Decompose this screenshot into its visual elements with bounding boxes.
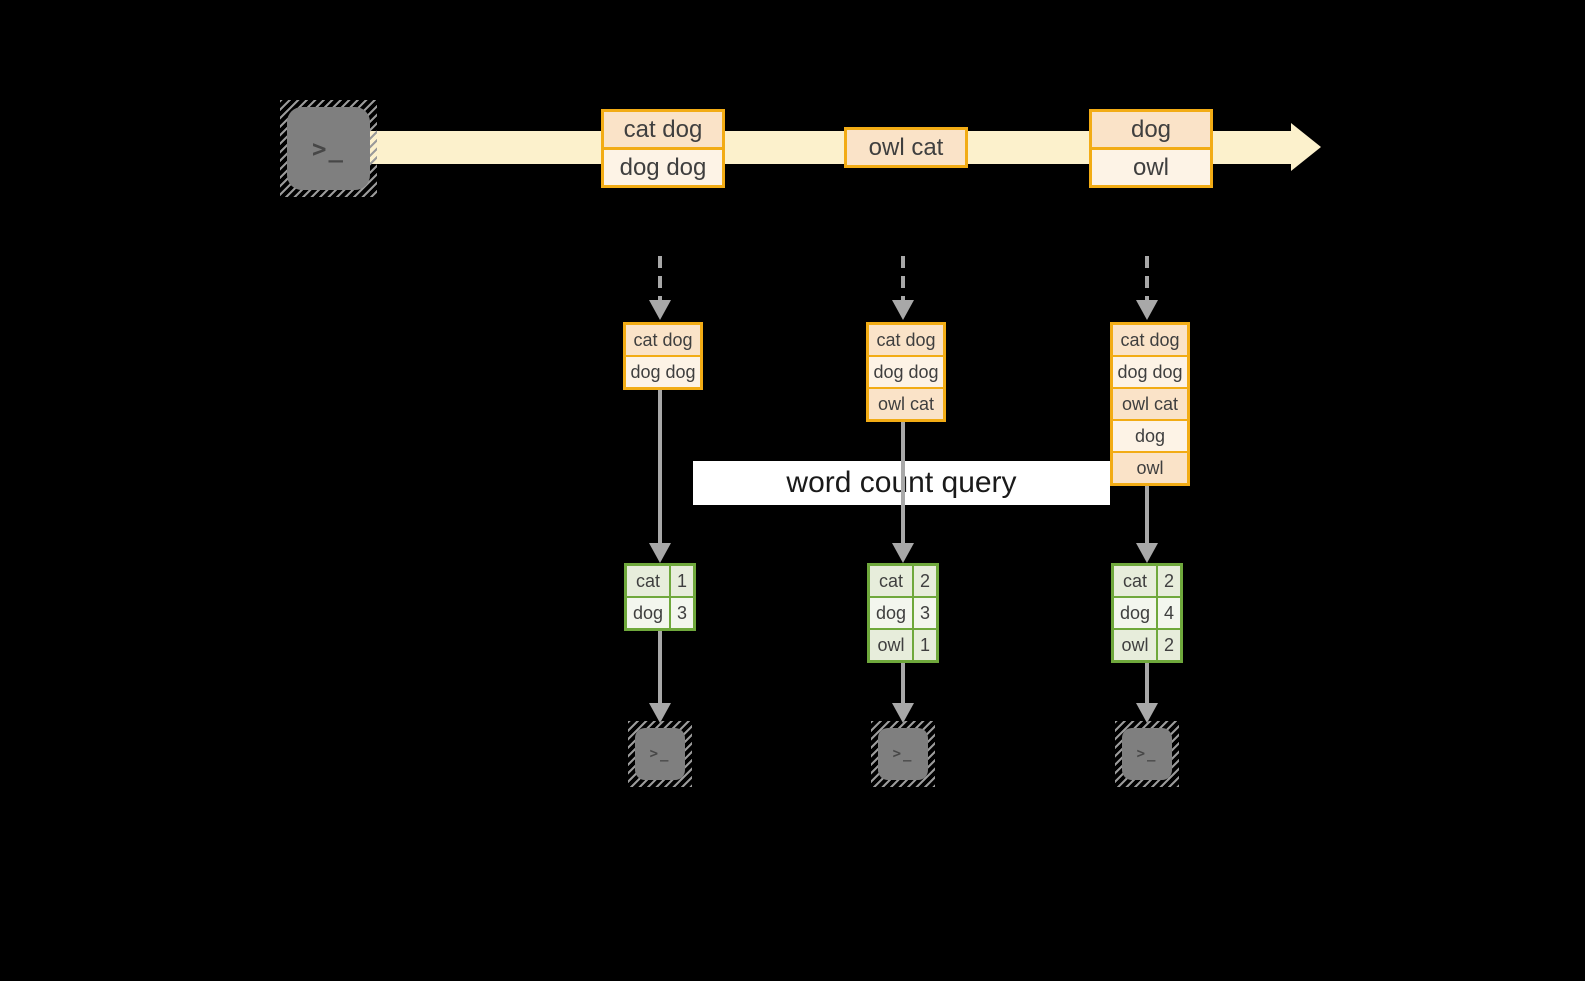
terminal-body: >_ [1122,728,1172,780]
output-arrowhead [892,703,914,723]
terminal-body: >_ [878,728,928,780]
output-arrow-line [658,629,662,706]
message-line: owl [1092,147,1210,185]
message-line: owl cat [847,130,965,165]
buffer-row: cat dog [869,325,943,355]
table-row: dog 3 [627,596,693,628]
count-cell: 3 [669,598,693,628]
count-cell: 4 [1156,598,1180,628]
output-arrowhead [649,703,671,723]
buffer-row: dog dog [869,355,943,387]
terminal-icon: >_ [1115,721,1179,787]
table-row: cat 2 [1114,566,1180,596]
dashed-arrow-line [901,256,905,302]
count-cell: 3 [912,598,936,628]
message-buffer-3: cat dog dog dog owl cat dog owl [1110,322,1190,486]
buffer-row: dog dog [626,355,700,387]
stream-message-3: dog owl [1089,109,1213,188]
buffer-row: cat dog [1113,325,1187,355]
prompt-glyph: >_ [312,134,345,163]
table-row: owl 1 [870,628,936,660]
table-row: cat 2 [870,566,936,596]
terminal-icon: >_ [628,721,692,787]
prompt-glyph: >_ [892,746,914,762]
table-row: owl 2 [1114,628,1180,660]
prompt-glyph: >_ [649,746,671,762]
word-count-table-3: cat 2 dog 4 owl 2 [1111,563,1183,663]
prompt-glyph: >_ [1136,746,1158,762]
message-buffer-1: cat dog dog dog [623,322,703,390]
query-arrow-line [901,420,905,546]
buffer-row: dog dog [1113,355,1187,387]
message-line: dog [1092,112,1210,147]
count-cell: 2 [1156,566,1180,596]
terminal-body: >_ [635,728,685,780]
word-count-table-2: cat 2 dog 3 owl 1 [867,563,939,663]
word-cell: cat [1122,570,1147,591]
dashed-arrow-line [1145,256,1149,302]
word-cell: cat [635,570,660,591]
word-cell: dog [1119,602,1151,623]
count-cell: 2 [912,566,936,596]
word-cell: dog [632,602,664,623]
terminal-icon: >_ [871,721,935,787]
buffer-row: owl [1113,451,1187,483]
output-arrow-line [1145,661,1149,706]
message-line: dog dog [604,147,722,185]
terminal-icon: >_ [280,100,377,197]
query-arrow-line [1145,484,1149,546]
word-cell: cat [878,570,903,591]
output-arrowhead [1136,703,1158,723]
count-cell: 2 [1156,630,1180,660]
buffer-row: owl cat [1113,387,1187,419]
table-row: cat 1 [627,566,693,596]
terminal-body: >_ [287,107,370,190]
query-arrowhead [1136,543,1158,563]
query-arrowhead [892,543,914,563]
dashed-arrow-line [658,256,662,302]
word-count-table-1: cat 1 dog 3 [624,563,696,631]
dashed-arrowhead [1136,300,1158,320]
dashed-arrowhead [892,300,914,320]
count-cell: 1 [912,630,936,660]
buffer-row: dog [1113,419,1187,451]
table-row: dog 3 [870,596,936,628]
buffer-row: cat dog [626,325,700,355]
query-arrowhead [649,543,671,563]
stream-message-1: cat dog dog dog [601,109,725,188]
message-buffer-2: cat dog dog dog owl cat [866,322,946,422]
table-row: dog 4 [1114,596,1180,628]
word-cell: owl [877,634,905,655]
word-cell: dog [875,602,907,623]
stream-message-2: owl cat [844,127,968,168]
output-arrow-line [901,661,905,706]
dashed-arrowhead [649,300,671,320]
message-line: cat dog [604,112,722,147]
buffer-row: owl cat [869,387,943,419]
stream-arrowhead [1291,123,1321,171]
word-cell: owl [1121,634,1149,655]
query-arrow-line [658,388,662,546]
count-cell: 1 [669,566,693,596]
